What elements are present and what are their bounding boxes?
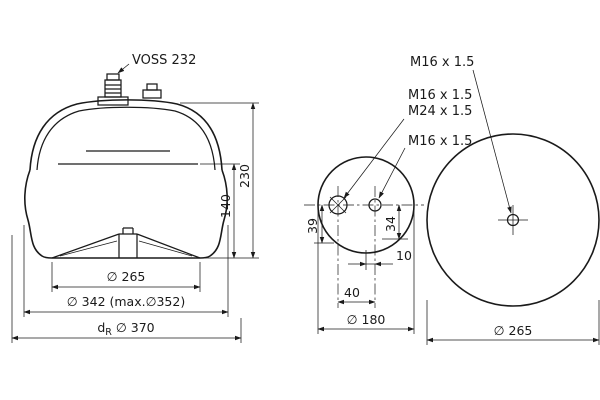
- combo-threaded-hole: [328, 195, 348, 215]
- dim-265-left: ∅ 265: [51, 262, 201, 292]
- combo-thread-leader: [343, 118, 405, 199]
- dim-39: 39: [305, 204, 334, 244]
- dim-265-left-label: ∅ 265: [107, 269, 146, 284]
- dim-230-label: 230: [237, 164, 252, 188]
- dim-180: ∅ 180: [317, 210, 415, 334]
- dim-dr-370: dR∅ 370: [11, 235, 242, 343]
- center-thread-label: M16 x 1.5: [410, 55, 474, 70]
- bellows-outline: [24, 150, 228, 259]
- dim-265-right-label: ∅ 265: [494, 323, 533, 338]
- combo-thread-label-2: M24 x 1.5: [408, 104, 472, 119]
- dim-140: 140: [200, 163, 240, 259]
- top-plate-outline: [29, 99, 223, 171]
- left-view-air-spring-section: VOSS 232 230: [11, 53, 259, 343]
- combo-thread-label-1: M16 x 1.5: [408, 88, 472, 103]
- voss-leader-line: [117, 63, 130, 74]
- right-view-flanges: 39 34 10 40 ∅ 180: [304, 55, 600, 345]
- dim-140-label: 140: [218, 194, 233, 218]
- dim-265-right: ∅ 265: [426, 300, 600, 345]
- dim-34: 34: [382, 204, 408, 240]
- dim-40: 40: [337, 285, 376, 305]
- small-thread-leader: [378, 147, 406, 199]
- voss-callout: VOSS 232: [117, 53, 196, 74]
- piston-outline: [51, 227, 201, 259]
- small-thread-label: M16 x 1.5: [408, 134, 472, 149]
- thread-callouts: M16 x 1.5 M16 x 1.5 M24 x 1.5 M16 x 1.5: [343, 55, 512, 214]
- dim-180-label: ∅ 180: [347, 312, 386, 327]
- dim-10: 10: [348, 248, 412, 270]
- dim-dr-370-label: dR∅ 370: [97, 320, 154, 338]
- dim-34-label: 34: [383, 216, 398, 232]
- voss-label: VOSS 232: [132, 53, 196, 68]
- dim-342-label: ∅ 342 (max.∅352): [67, 294, 185, 309]
- dim-230: 230: [180, 102, 259, 259]
- dim-342: ∅ 342 (max.∅352): [23, 225, 229, 317]
- large-flange: [426, 133, 600, 307]
- dim-10-label: 10: [396, 248, 412, 263]
- dim-40-label: 40: [344, 285, 360, 300]
- large-flange-circle: [426, 133, 600, 307]
- small-threaded-hole: [368, 198, 382, 212]
- dim-39-label: 39: [305, 218, 320, 234]
- mounting-stud: [142, 83, 162, 99]
- air-fitting-stud: [97, 73, 129, 106]
- centerlines: [304, 186, 424, 308]
- center-thread-leader: [472, 69, 512, 214]
